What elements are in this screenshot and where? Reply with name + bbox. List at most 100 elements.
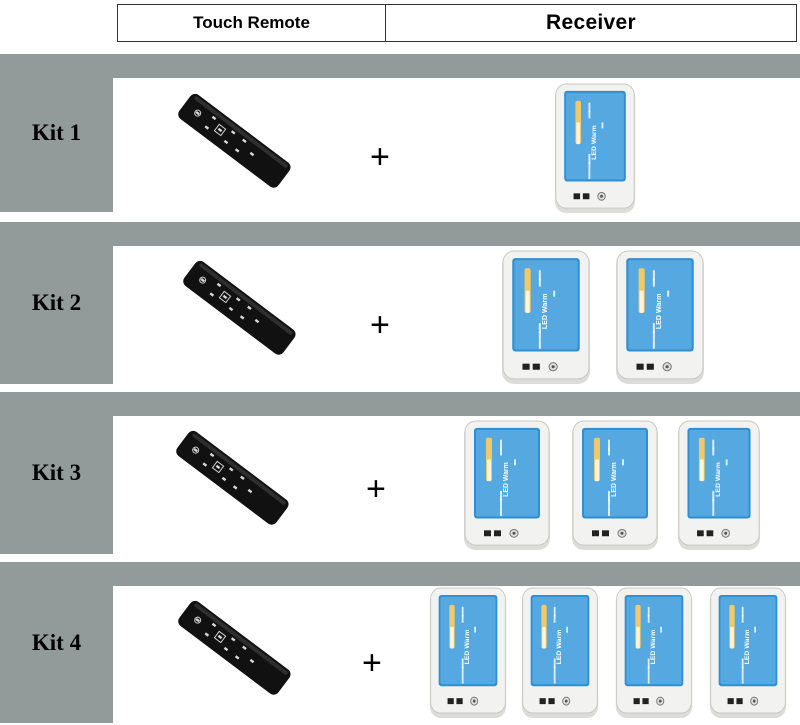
receiver-port [636,363,644,370]
remote-button-icon [234,148,240,153]
remote-button-icon [230,130,236,135]
receiver-port [573,193,581,200]
receiver-port [532,363,540,370]
receiver-image: LED Warm [502,250,590,384]
remote-button-icon [249,151,255,157]
receiver-unit: LED Warm [570,420,660,557]
remote-button-icon [254,318,260,324]
remote-button-icon [204,632,210,637]
remote-button-icon [200,277,205,283]
receiver-image: LED Warm [429,587,507,719]
remote-button-icon [211,115,217,121]
receiver-label-text: LED Warm [650,629,657,664]
remote-body [176,430,289,525]
receiver-image: LED Warm [616,250,704,384]
receiver-port [522,363,530,370]
remote-button-icon [217,127,223,133]
receiver-image: LED Warm [615,587,693,719]
receiver-label-text: LED Warm [464,629,471,664]
remote-button-icon [217,634,223,640]
kit-label: Kit 3 [0,392,113,554]
remote-button-icon [222,294,228,300]
receiver-label-text: LED Warm [541,294,549,330]
remote-button-icon [195,110,200,116]
remote-button-icon [211,622,217,628]
remote-button-icon [223,646,229,652]
receiver-port [646,363,654,370]
receiver-unit: LED Warm [708,587,788,725]
receiver-image: LED Warm [677,420,761,551]
plus-sign: + [370,138,390,176]
receiver-unit: LED Warm [614,250,706,391]
plus-sign: + [362,644,382,682]
receiver-label-text: LED Warm [503,462,510,497]
kit-row-band [0,562,800,586]
receiver-unit: LED Warm [676,420,762,557]
receiver-port [706,530,714,537]
receiver-port [633,698,640,705]
receiver-image: LED Warm [709,587,787,719]
receiver-port [727,698,734,705]
remote-button-icon [239,315,245,320]
receiver-port [539,698,546,705]
kit-row-band [0,392,800,416]
receiver-port [456,698,463,705]
receiver-image: LED Warm [521,587,599,719]
remote-button-icon [230,637,236,642]
remote-button-icon [249,658,255,664]
remote-button-icon [202,462,208,467]
remote-button-icon [228,306,234,312]
header-receiver: Receiver [385,4,797,42]
touch-remote-image [178,93,291,188]
receiver-port [592,530,599,537]
receiver-unit: LED Warm [462,420,552,557]
receiver-port [447,698,454,705]
receiver-image: LED Warm [464,420,550,551]
touch-remote-image [183,260,296,355]
touch-remote [163,425,303,535]
remote-button-icon [240,475,245,480]
remote-body [183,260,296,355]
receiver-port [602,530,609,537]
remote-button-icon [195,617,200,623]
receiver-image: LED Warm [554,83,636,214]
remote-button-icon [242,138,247,143]
remote-button-icon [209,292,215,297]
kit-row-band [0,54,800,78]
touch-remote-image [178,600,291,695]
plus-sign: + [370,306,390,344]
remote-body [178,600,291,695]
receiver-port [494,530,501,537]
touch-remote [170,255,310,365]
touch-remote-image [176,430,289,525]
receiver-port [736,698,743,705]
receiver-unit: LED Warm [553,83,637,220]
receiver-label-text: LED Warm [591,125,598,160]
receiver-image: LED Warm [572,420,658,551]
remote-button-icon [216,282,222,288]
receiver-label-text: LED Warm [611,462,618,497]
kit-row-band [0,222,800,246]
remote-button-icon [242,645,247,650]
kit-label: Kit 2 [0,222,113,384]
receiver-port [697,530,704,537]
header-touch-remote: Touch Remote [117,4,386,42]
receiver-unit: LED Warm [614,587,694,725]
remote-button-icon [228,467,234,472]
receiver-unit: LED Warm [500,250,592,391]
remote-body [178,93,291,188]
touch-remote [165,88,305,198]
receiver-label-text: LED Warm [715,462,722,497]
touch-remote [165,595,305,705]
receiver-unit: LED Warm [428,587,508,725]
receiver-label-text: LED Warm [744,629,751,664]
receiver-label-text: LED Warm [556,629,563,664]
kit-label: Kit 1 [0,54,113,212]
remote-button-icon [247,305,252,310]
plus-sign: + [366,470,386,508]
receiver-port [582,193,590,200]
remote-button-icon [247,488,253,494]
remote-button-icon [193,447,198,453]
receiver-port [484,530,491,537]
kit-label: Kit 4 [0,562,113,723]
